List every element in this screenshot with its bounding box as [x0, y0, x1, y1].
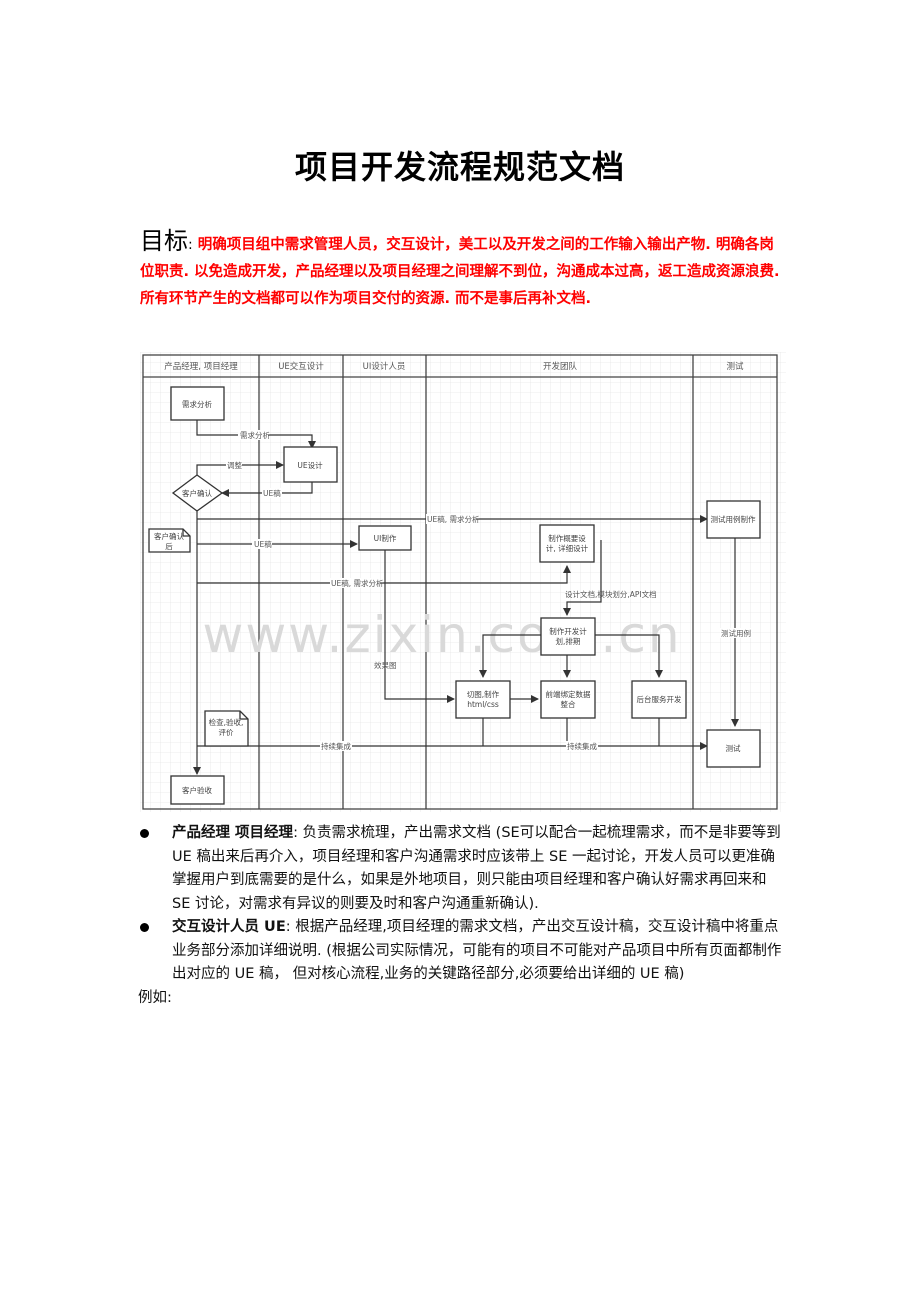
role-colon-ue: :: [285, 919, 291, 935]
label-customer-acceptance: 客户验收: [182, 785, 212, 795]
role-text-ue: 根据产品经理,项目经理的需求文档，产出交互设计稿，交互设计稿中将重点业务部分添加…: [172, 919, 782, 982]
edge-label-effect-image: 效果图: [374, 660, 397, 670]
edge-label-test-cases: 测试用例: [721, 628, 751, 638]
label-testing: 测试: [726, 743, 741, 753]
note-check-acceptance: [204, 710, 249, 747]
label-ue-design: UE设计: [297, 460, 323, 470]
lane-header-ue: UE交互设计: [278, 361, 324, 372]
role-item-pm: 产品经理 项目经理: 负责需求梳理，产出需求文档 (SE可以配合一起梳理需求，而…: [138, 822, 788, 916]
role-heading-pm: 产品经理 项目经理: [172, 825, 294, 841]
node-outline-design: [539, 524, 595, 563]
label-outline-design-2: 计, 详细设计: [546, 543, 589, 553]
lane-header-dev: 开发团队: [543, 361, 578, 372]
node-customer-confirm-diamond: [171, 474, 224, 512]
role-colon-pm: :: [293, 825, 298, 841]
document-title: 项目开发流程规范文档: [294, 148, 625, 186]
edge-label-ue-req-to-dev: UE稿, 需求分析: [331, 578, 384, 588]
node-ue-design: [283, 446, 338, 483]
label-check-note-2: 评价: [219, 728, 234, 737]
label-after-confirm-2: 后: [165, 541, 173, 551]
edge-label-ci-left: 持续集成: [321, 741, 351, 751]
edge-label-ue-req-to-test: UE稿, 需求分析: [427, 514, 480, 524]
node-frontend-binding: [540, 680, 596, 719]
lane-header-pm: 产品经理, 项目经理: [164, 361, 238, 372]
label-outline-design-1: 制作概要设: [548, 533, 586, 543]
label-frontend-binding-2: 整合: [561, 699, 576, 709]
node-backend-dev: [631, 680, 687, 719]
label-dev-plan-1: 制作开发计: [549, 626, 587, 636]
node-requirements-analysis: [170, 386, 225, 421]
label-dev-plan-2: 划,排期: [556, 636, 581, 646]
label-backend-dev: 后台服务开发: [637, 694, 682, 704]
node-testing: [706, 729, 761, 768]
note-after-confirm: [148, 528, 191, 553]
example-label: 例如:: [138, 989, 172, 1006]
role-text-pm: 负责需求梳理，产出需求文档 (SE可以配合一起梳理需求，而不是非要等到 UE 稿…: [172, 825, 781, 912]
lane-header-test: 测试: [726, 361, 744, 372]
edge-label-ue-draft-to-ui: UE稿: [254, 539, 272, 549]
role-heading-ue: 交互设计人员 UE: [172, 919, 286, 935]
label-slicing-1: 切图,制作: [467, 689, 500, 699]
goal-paragraph: 目标: 明确项目组中需求管理人员，交互设计，美工以及开发之间的工作输入输出产物.…: [140, 228, 785, 313]
label-slicing-2: html/css: [467, 700, 499, 709]
role-list: 产品经理 项目经理: 负责需求梳理，产出需求文档 (SE可以配合一起梳理需求，而…: [138, 822, 788, 1010]
bullet-dot-icon: [140, 829, 149, 838]
node-test-case-production: [706, 500, 761, 539]
edge-label-req-analysis: 需求分析: [240, 430, 270, 440]
node-ui-production: [358, 525, 412, 551]
label-frontend-binding-1: 前端绑定数据: [546, 689, 591, 699]
role-item-ue: 交互设计人员 UE: 根据产品经理,项目经理的需求文档，产出交互设计稿，交互设计…: [138, 916, 788, 987]
lane-header-ui: UI设计人员: [363, 361, 406, 372]
goal-text: 明确项目组中需求管理人员，交互设计，美工以及开发之间的工作输入输出产物. 明确各…: [140, 237, 780, 307]
node-slicing: [455, 680, 511, 719]
edge-label-ue-draft: UE稿: [263, 488, 281, 498]
label-check-note-1: 检查,验收,: [209, 717, 244, 727]
label-customer-confirm: 客户确认: [182, 488, 212, 498]
label-after-confirm-1: 客户确认: [154, 531, 184, 541]
node-dev-plan: [540, 617, 596, 656]
label-requirements-analysis: 需求分析: [182, 399, 212, 409]
swimlane-flow-diagram: 产品经理, 项目经理 UE交互设计 UI设计人员 开发团队 测试 www.zix…: [140, 352, 786, 812]
bullet-dot-icon: [140, 923, 149, 932]
edge-label-adjust: 调整: [227, 460, 242, 470]
node-customer-acceptance: [170, 775, 225, 805]
edge-label-design-docs: 设计文档,模块划分,API文档: [565, 589, 657, 599]
label-ui-production: UI制作: [374, 533, 397, 543]
goal-label: 目标: [140, 227, 188, 255]
label-test-case-production: 测试用例制作: [711, 514, 756, 524]
edge-label-ci-right: 持续集成: [567, 741, 597, 751]
goal-colon: :: [188, 237, 193, 253]
